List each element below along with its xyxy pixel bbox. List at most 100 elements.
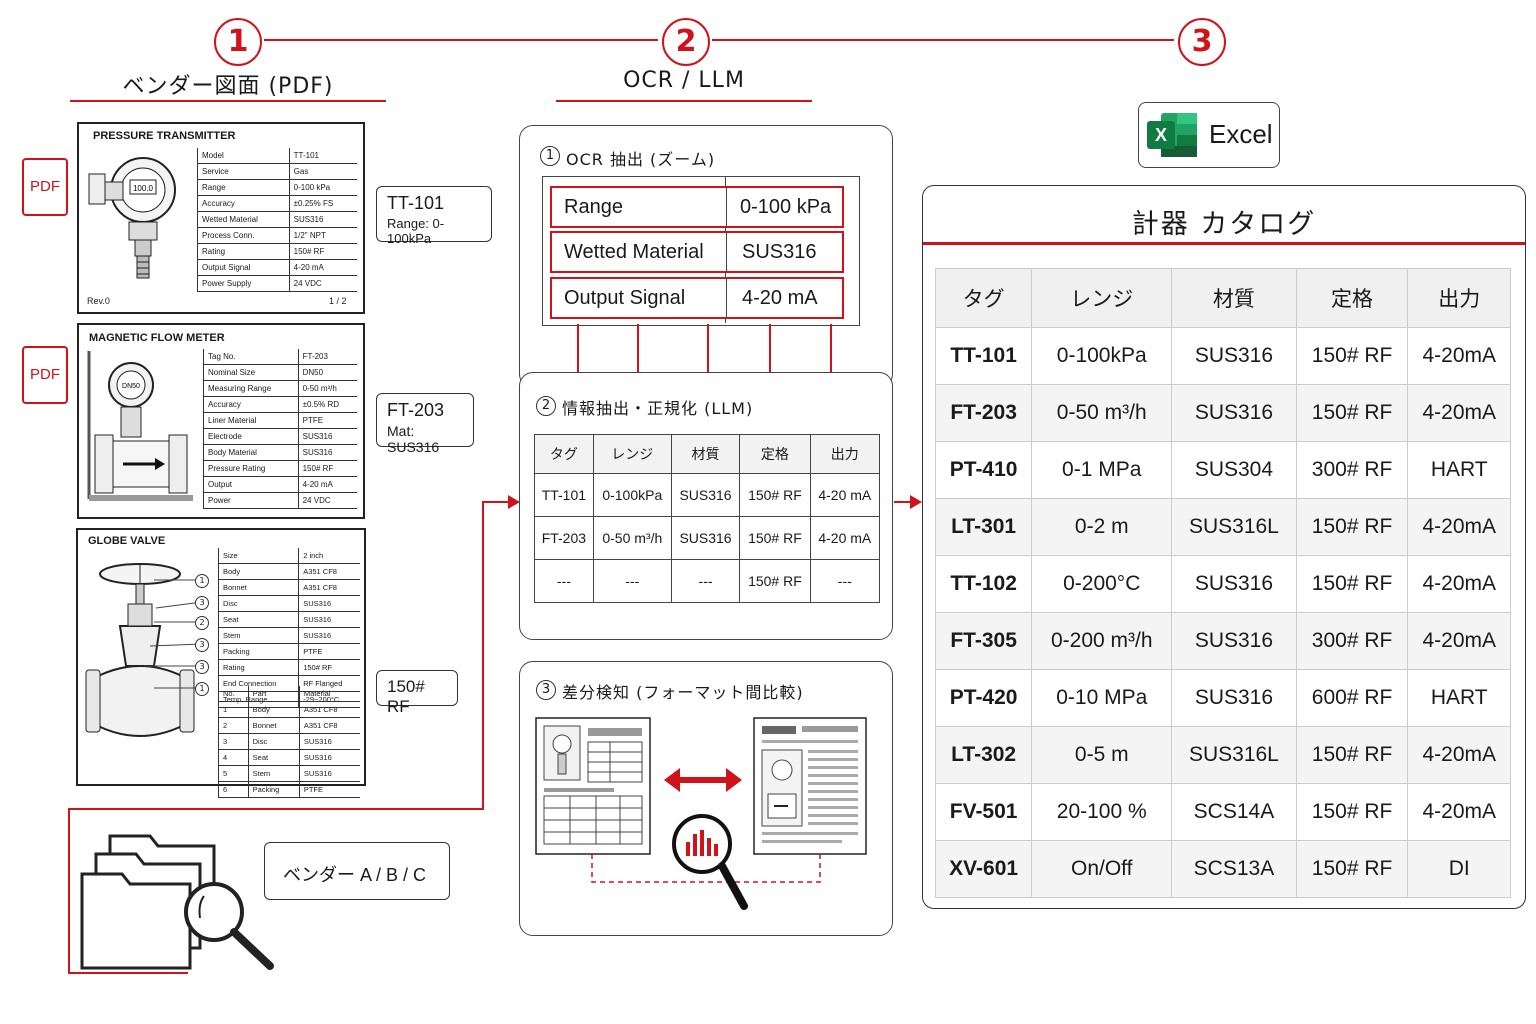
catalog-cell: 4-20mA — [1407, 555, 1511, 613]
llm-cell: FT-203 — [534, 516, 594, 560]
excel-badge: X Excel — [1138, 102, 1280, 168]
spec-key: Stem — [217, 627, 300, 644]
llm-cell: 0-100kPa — [592, 473, 672, 517]
ocr-value: 0-100 kPa — [740, 196, 832, 218]
llm-cell: 150# RF — [739, 473, 811, 517]
catalog-cell: LT-301 — [934, 498, 1033, 556]
spec-key: Seat — [217, 611, 300, 628]
part-material: SUS316 — [299, 749, 360, 766]
spec-value: DN50 — [298, 364, 357, 381]
catalog-cell: SCS14A — [1171, 783, 1297, 841]
spec-value: 4-20 mA — [289, 259, 357, 276]
ocr-key: Output Signal — [564, 287, 686, 309]
spec-key: Rating — [217, 659, 300, 676]
catalog-cell: 0-200 m³/h — [1031, 612, 1173, 670]
catalog-column-header: 出力 — [1407, 268, 1511, 328]
step-1-title: ベンダー図面 (PDF) — [122, 74, 334, 99]
spec-key: Power — [203, 492, 299, 509]
spec-key: Body — [217, 563, 300, 580]
callout-detail: Range: 0-100kPa — [387, 216, 445, 246]
part-material: SUS316 — [299, 765, 360, 782]
catalog-cell: 0-50 m³/h — [1031, 384, 1173, 442]
catalog-cell: 150# RF — [1295, 327, 1409, 385]
catalog-cell: 4-20mA — [1407, 384, 1511, 442]
catalog-cell: LT-302 — [934, 726, 1033, 784]
step-1-number: 1 — [214, 18, 262, 66]
llm-column-header: タグ — [534, 434, 594, 474]
spec-key: Pressure Rating — [203, 460, 299, 477]
catalog-cell: PT-420 — [934, 669, 1033, 727]
excel-label: Excel — [1209, 119, 1273, 149]
parts-header-part: Part — [247, 686, 300, 702]
catalog-cell: 0-5 m — [1031, 726, 1173, 784]
spec-key: Range — [197, 179, 290, 196]
llm-cell: 150# RF — [739, 559, 811, 603]
format-comparison-illustration — [535, 717, 867, 910]
llm-row: ---------150# RF--- — [534, 559, 881, 603]
llm-cell: --- — [592, 559, 672, 603]
callout-detail: Mat: SUS316 — [387, 423, 440, 455]
panel-title: OCR 抽出 (ズーム) — [566, 150, 716, 169]
ocr-row-range: Range 0-100 kPa — [550, 186, 844, 228]
spec-value: SUS316 — [298, 595, 360, 612]
callout-rating: 150# RF — [376, 670, 458, 716]
pdf-icon: PDF — [22, 158, 68, 216]
step-2-title: OCR / LLM — [623, 68, 745, 93]
sheet-revision: Rev.0 — [87, 296, 110, 306]
catalog-cell: On/Off — [1031, 840, 1173, 898]
part-name: Body — [247, 701, 300, 718]
catalog-cell: 300# RF — [1295, 441, 1409, 499]
flow-line — [68, 808, 70, 974]
catalog-cell: SUS304 — [1171, 441, 1297, 499]
part-marker: 1 — [195, 682, 209, 696]
pdf-icon: PDF — [22, 346, 68, 404]
catalog-cell: SUS316 — [1171, 669, 1297, 727]
spec-value: TT-101 — [289, 148, 357, 164]
pressure-transmitter-drawing: 100.0 — [88, 157, 176, 279]
ocr-row-output: Output Signal 4-20 mA — [550, 277, 844, 319]
spec-value: SUS316 — [298, 611, 360, 628]
spec-value: PTFE — [298, 643, 360, 660]
catalog-cell: SUS316L — [1171, 498, 1297, 556]
catalog-cell: PT-410 — [934, 441, 1033, 499]
step-connector-2 — [712, 39, 1174, 41]
spec-value: Gas — [289, 163, 357, 180]
spec-value: SUS316 — [289, 211, 357, 228]
catalog-cell: SUS316 — [1171, 612, 1297, 670]
catalog-cell: 4-20mA — [1407, 726, 1511, 784]
llm-column-header: レンジ — [592, 434, 672, 474]
part-marker: 3 — [195, 660, 209, 674]
parts-header-material: Material — [299, 686, 360, 702]
catalog-title-underline — [923, 242, 1525, 245]
step-3-number: 3 — [1178, 18, 1226, 66]
spec-key: Bonnet — [217, 579, 300, 596]
spec-value: ±0.25% FS — [289, 195, 357, 212]
step-connector-1 — [264, 39, 658, 41]
part-material: PTFE — [299, 781, 360, 798]
spec-row: Tag No.FT-203 — [203, 349, 357, 365]
spec-key: Accuracy — [197, 195, 290, 212]
folder-search-icon — [80, 834, 274, 970]
llm-cell: SUS316 — [670, 473, 741, 517]
spec-value: 4-20 mA — [298, 476, 357, 493]
llm-column-header: 材質 — [670, 434, 741, 474]
part-name: Bonnet — [247, 717, 300, 734]
ocr-value: 4-20 mA — [742, 287, 818, 309]
catalog-cell: 300# RF — [1295, 612, 1409, 670]
